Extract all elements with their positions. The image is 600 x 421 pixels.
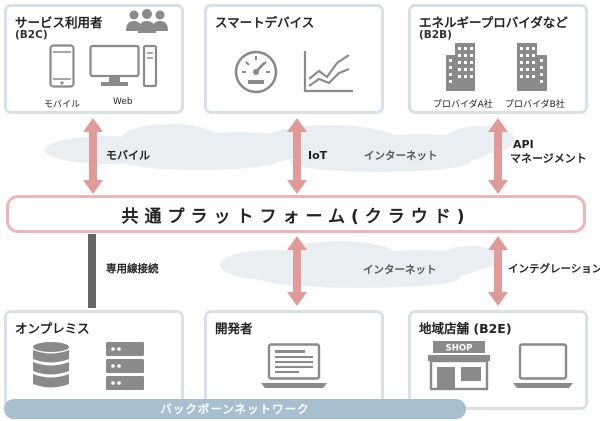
- users-icon: [126, 9, 168, 33]
- arrow-mobile-label: モバイル: [106, 149, 150, 162]
- consumer-sub: (B2C): [15, 29, 48, 41]
- arrow-iot: [287, 118, 307, 194]
- backbone-label: バックボーンネットワーク: [160, 402, 310, 416]
- common-platform-cloud: 共通プラットフォーム(クラウド): [6, 195, 586, 233]
- line-graph-icon: [303, 51, 353, 93]
- store-laptop-icon: [513, 343, 573, 388]
- building-a-icon: [446, 43, 475, 91]
- arrow-api-label-2: マネージメント: [510, 152, 587, 165]
- gauge-icon: [234, 50, 278, 94]
- leased-line-label: 専用線接続: [106, 263, 159, 275]
- shop-sign-text: SHOP: [446, 344, 473, 354]
- web-label: Web: [113, 97, 133, 107]
- server-rack-icon: [106, 342, 144, 390]
- energy-provider-sub: (B2B): [419, 29, 452, 41]
- onpremise-box: オンプレミス: [4, 310, 184, 410]
- mobile-phone-icon: [49, 44, 75, 88]
- building-b-icon: [517, 43, 547, 91]
- internet-label-top: インターネット: [364, 150, 438, 162]
- energy-provider-box: エネルギープロバイダなど (B2B) プロバイダA社 プロバイダB社: [408, 4, 588, 114]
- energy-provider-title: エネルギープロバイダなど: [419, 15, 568, 30]
- arrow-integration: [488, 236, 508, 306]
- developer-title: 開発者: [215, 321, 253, 336]
- arrow-api: [488, 118, 508, 194]
- arrow-api-label-1: API: [513, 138, 534, 151]
- shop-icon: SHOP: [428, 341, 490, 391]
- integration-label: インテグレーション: [508, 263, 600, 275]
- leased-line-bar: [88, 234, 96, 308]
- consumer-box: サービス利用者 (B2C) モバイル Web: [4, 4, 184, 114]
- local-store-box: 地域店舗 (B2E) SHOP: [408, 310, 588, 410]
- platform-label: 共通プラットフォーム(クラウド): [121, 206, 471, 227]
- provider-a-label: プロバイダA社: [433, 100, 493, 110]
- database-icon: [33, 342, 69, 388]
- consumer-title: サービス利用者: [15, 15, 103, 30]
- onpremise-title: オンプレミス: [15, 321, 90, 336]
- mobile-label: モバイル: [44, 100, 81, 110]
- smart-devices-title: スマートデバイス: [215, 15, 315, 30]
- arrow-mobile: [83, 118, 103, 194]
- developer-box: 開発者: [204, 310, 384, 410]
- desktop-pc-icon: [89, 44, 158, 88]
- laptop-icon: [261, 343, 327, 388]
- arrow-internet-bottom: [287, 236, 307, 306]
- internet-label-bottom: インターネット: [363, 264, 437, 276]
- backbone-network-bar: バックボーンネットワーク: [4, 399, 466, 419]
- arrow-iot-label: IoT: [308, 149, 328, 162]
- smart-devices-box: スマートデバイス: [204, 4, 384, 114]
- provider-b-label: プロバイダB社: [505, 100, 565, 110]
- local-store-title: 地域店舗 (B2E): [419, 321, 512, 336]
